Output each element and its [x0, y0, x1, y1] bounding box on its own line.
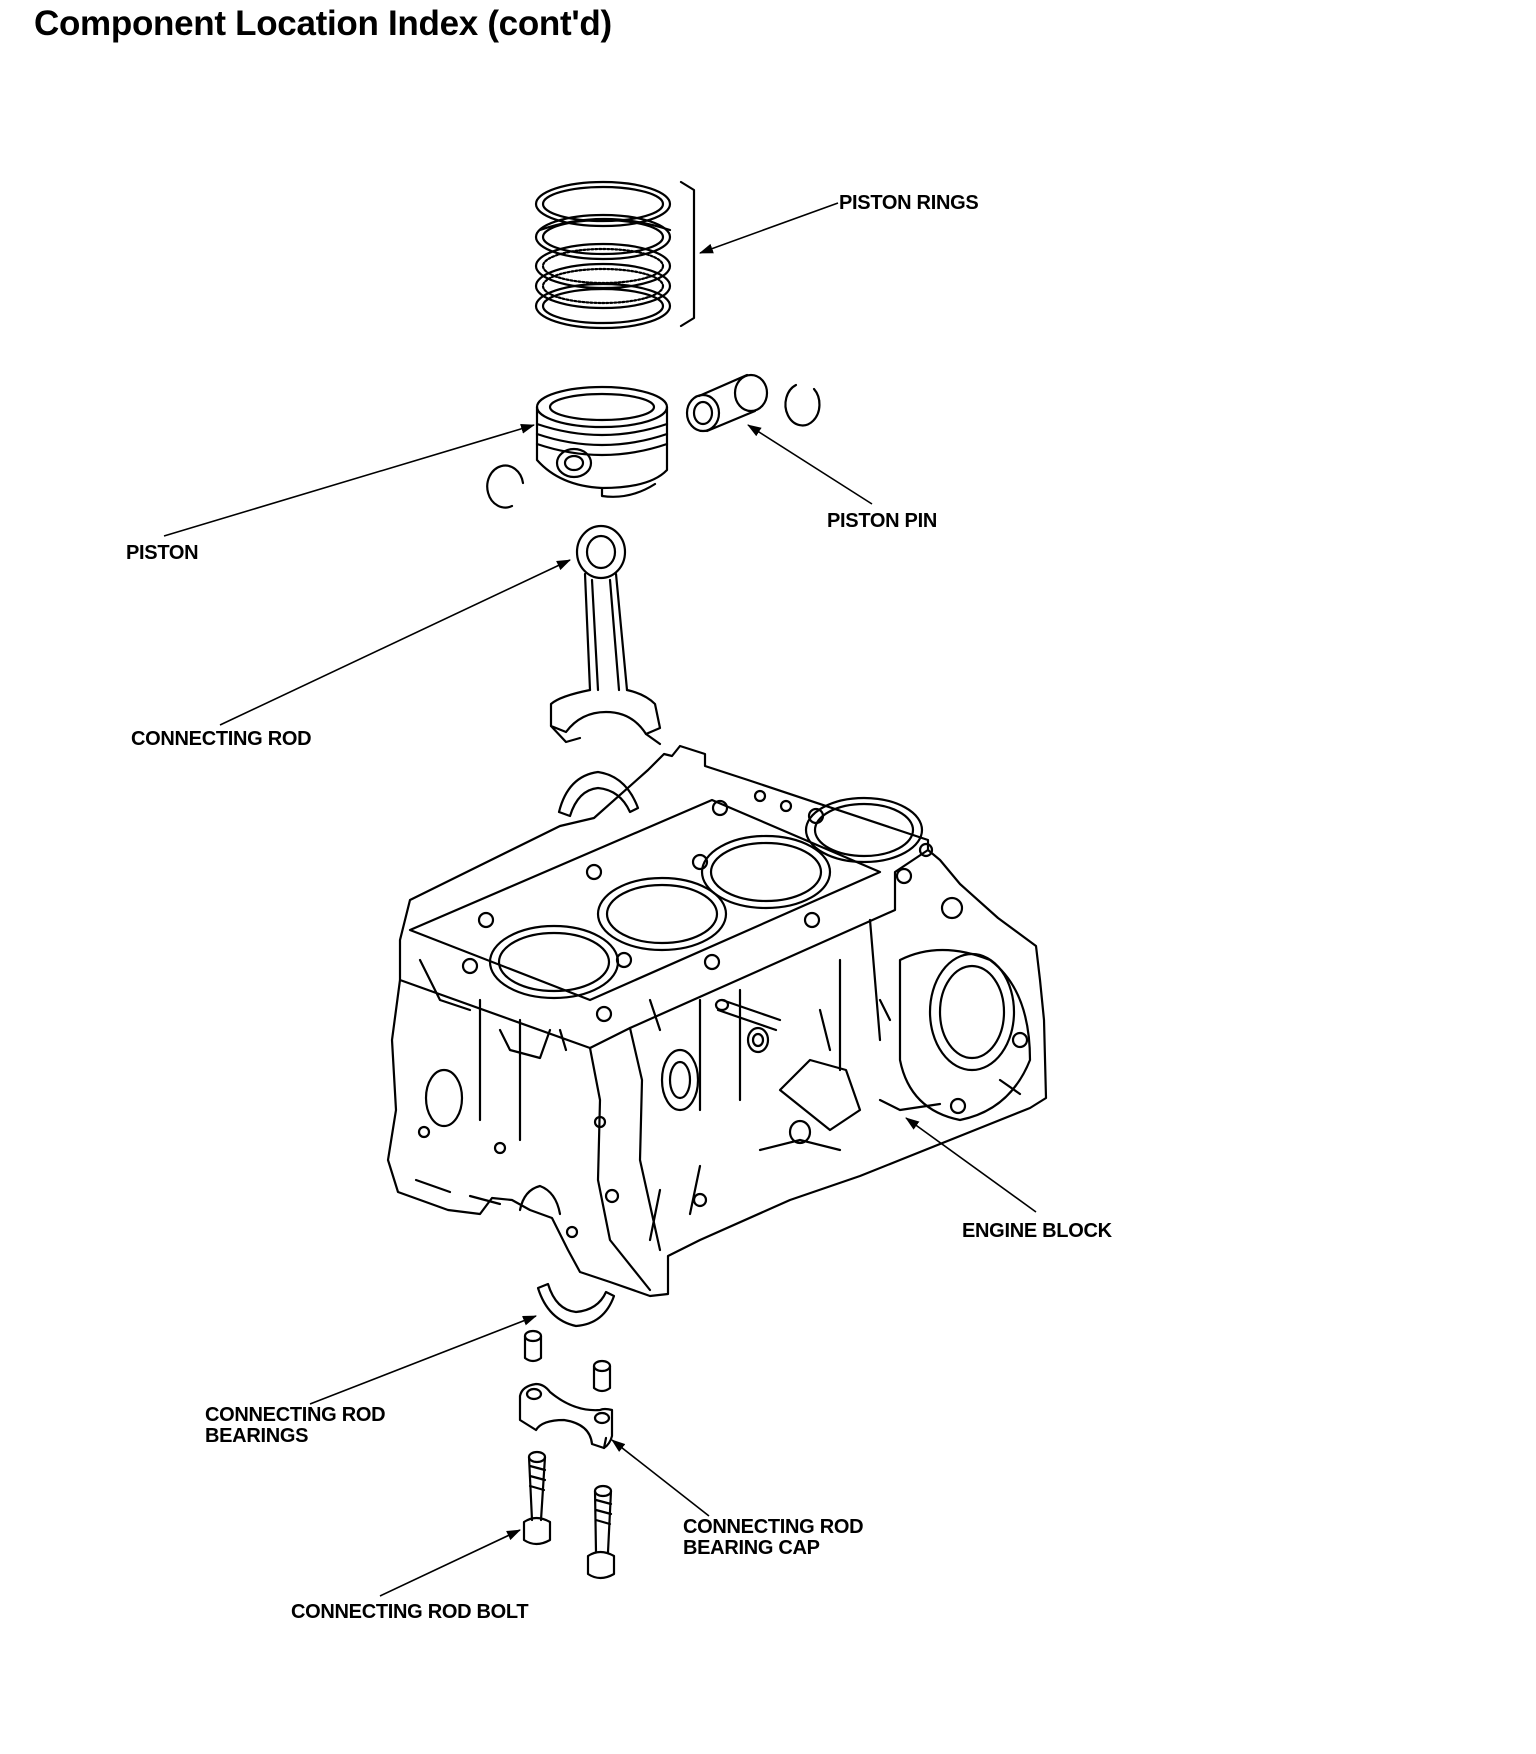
label-connecting-rod-bearing-cap: CONNECTING ROD BEARING CAP — [683, 1516, 864, 1559]
leader-engine-block — [905, 1117, 1037, 1213]
piston-pin-illustration — [685, 373, 769, 433]
piston-rings-illustration — [534, 180, 696, 330]
leader-piston — [163, 423, 535, 537]
label-connecting-rod-bolt: CONNECTING ROD BOLT — [291, 1601, 529, 1623]
leader-piston-rings — [699, 202, 839, 254]
label-connecting-rod-bearings-line2: BEARINGS — [205, 1425, 309, 1447]
label-connecting-rod-bearing-cap-line2: BEARING CAP — [683, 1537, 820, 1559]
piston-clip-left — [486, 464, 525, 509]
leader-connecting-rod — [219, 559, 571, 726]
bearing-cap-illustration — [518, 1382, 614, 1450]
leader-bearing-cap — [611, 1439, 710, 1517]
label-connecting-rod-bearings-line1: CONNECTING ROD — [205, 1404, 386, 1426]
piston-illustration — [535, 385, 669, 498]
label-engine-block: ENGINE BLOCK — [962, 1220, 1112, 1242]
leader-connecting-rod-bearings — [309, 1315, 537, 1405]
dowel-illustration — [523, 1329, 612, 1393]
leader-connecting-rod-bolt — [379, 1529, 521, 1597]
label-piston: PISTON — [126, 542, 199, 564]
lower-bearing-illustration — [536, 1282, 616, 1328]
upper-bearing-illustration — [557, 770, 640, 818]
connecting-rod-bolt-illustration — [522, 1450, 616, 1580]
leader-piston-pin — [747, 424, 873, 505]
label-connecting-rod-bearing-cap-line1: CONNECTING ROD — [683, 1516, 864, 1538]
label-piston-pin: PISTON PIN — [827, 510, 937, 532]
label-piston-rings: PISTON RINGS — [839, 192, 979, 214]
page-title: Component Location Index (cont'd) — [34, 4, 612, 43]
connecting-rod-illustration — [549, 524, 662, 746]
engine-block-illustration — [386, 744, 1048, 1298]
label-connecting-rod: CONNECTING ROD — [131, 728, 312, 750]
piston-clip-right — [784, 383, 821, 427]
label-connecting-rod-bearings: CONNECTING ROD BEARINGS — [205, 1404, 386, 1447]
